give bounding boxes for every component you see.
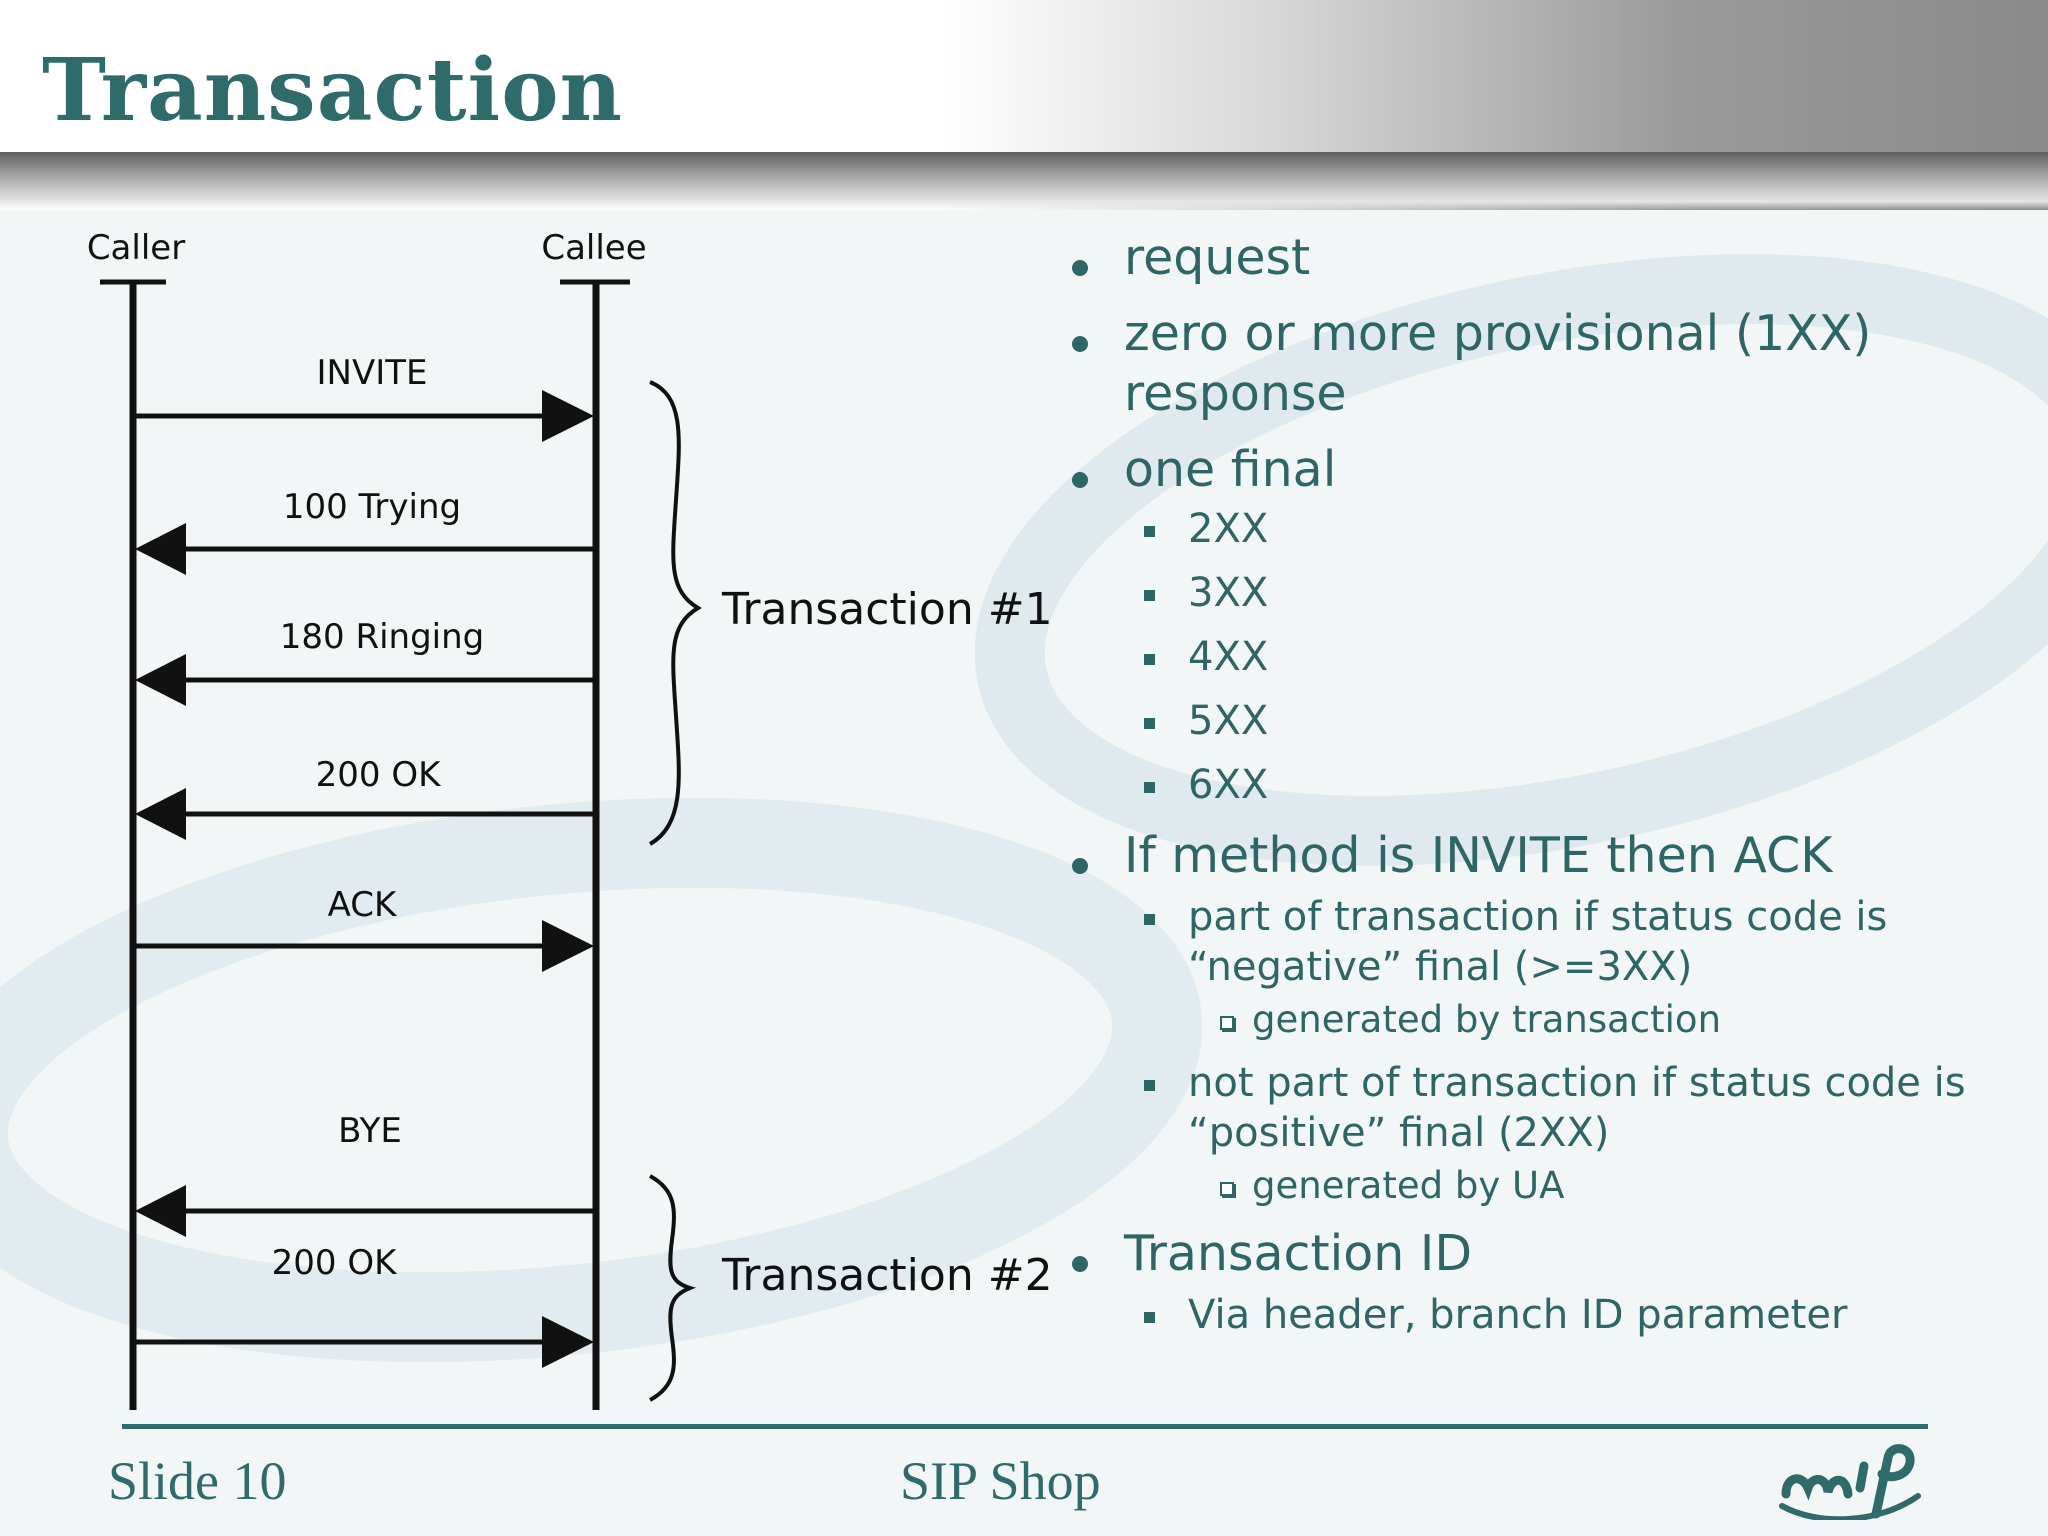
subbullet-3xx: 3XX bbox=[1062, 568, 2022, 618]
bullet-dot-icon bbox=[1072, 472, 1088, 488]
arrowhead-100-trying bbox=[135, 523, 186, 575]
square-bullet-icon bbox=[1144, 654, 1155, 665]
message-label-100-trying: 100 Trying bbox=[283, 487, 461, 527]
subsubbullet-generated-by-transaction: generated by transaction bbox=[1062, 996, 2022, 1044]
square-bullet-icon bbox=[1144, 526, 1155, 537]
message-label-180-ringing: 180 Ringing bbox=[280, 617, 484, 657]
message-label-200-ok-2: 200 OK bbox=[272, 1243, 398, 1283]
header-shadow bbox=[0, 152, 2048, 210]
checkbox-bullet-icon bbox=[1220, 1016, 1234, 1030]
bullet-dot-icon bbox=[1072, 858, 1088, 874]
arrowhead-200-ok-1 bbox=[135, 788, 186, 840]
brace-transaction-2 bbox=[649, 1174, 697, 1402]
arrowhead-200-ok-2 bbox=[542, 1316, 594, 1368]
subbullet-via-header: Via header, branch ID parameter bbox=[1062, 1290, 2022, 1340]
square-bullet-icon bbox=[1144, 590, 1155, 601]
bullet-dot-icon bbox=[1072, 336, 1088, 352]
arrowhead-invite bbox=[542, 390, 594, 442]
callee-label: Callee bbox=[541, 228, 646, 268]
bullet-dot-icon bbox=[1072, 260, 1088, 276]
message-label-200-ok-1: 200 OK bbox=[316, 755, 442, 795]
square-bullet-icon bbox=[1144, 914, 1155, 925]
message-label-bye: BYE bbox=[338, 1111, 402, 1151]
bullet-list: request zero or more provisional (1XX) r… bbox=[1062, 228, 2022, 1354]
subbullet-6xx: 6XX bbox=[1062, 760, 2022, 810]
message-label-ack: ACK bbox=[328, 885, 398, 925]
arrowhead-180-ringing bbox=[135, 654, 186, 706]
company-logo bbox=[1779, 1444, 1921, 1520]
slide-title: Transaction bbox=[42, 40, 624, 141]
subbullet-positive: not part of transaction if status code i… bbox=[1062, 1058, 2022, 1158]
bullet-dot-icon bbox=[1072, 1256, 1088, 1272]
square-bullet-icon bbox=[1144, 782, 1155, 793]
transaction-1-label: Transaction #1 bbox=[721, 584, 1053, 635]
subbullet-negative: part of transaction if status code is “n… bbox=[1062, 892, 2022, 992]
transaction-2-label: Transaction #2 bbox=[721, 1250, 1053, 1301]
arrowhead-bye bbox=[135, 1185, 186, 1237]
sequence-diagram: Caller Callee INVITE 100 Trying 180 Ring… bbox=[87, 228, 1053, 1410]
bullet-request: request bbox=[1062, 228, 2022, 288]
square-bullet-icon bbox=[1144, 1080, 1155, 1091]
subbullet-2xx: 2XX bbox=[1062, 504, 2022, 554]
footer-title: SIP Shop bbox=[900, 1451, 1101, 1511]
bullet-final: one final bbox=[1062, 440, 2022, 500]
checkbox-bullet-icon bbox=[1220, 1182, 1234, 1196]
footer-rule bbox=[122, 1424, 1928, 1429]
square-bullet-icon bbox=[1144, 718, 1155, 729]
bullet-provisional: zero or more provisional (1XX) response bbox=[1062, 304, 2022, 424]
message-label-invite: INVITE bbox=[317, 353, 428, 393]
brace-transaction-1 bbox=[648, 380, 702, 846]
arrowhead-ack bbox=[542, 920, 594, 972]
subsubbullet-generated-by-ua: generated by UA bbox=[1062, 1162, 2022, 1210]
square-bullet-icon bbox=[1144, 1312, 1155, 1323]
bullet-transaction-id: Transaction ID bbox=[1062, 1224, 2022, 1284]
bullet-invite-ack: If method is INVITE then ACK bbox=[1062, 826, 2022, 886]
caller-label: Caller bbox=[87, 228, 185, 268]
subbullet-5xx: 5XX bbox=[1062, 696, 2022, 746]
slide-number: Slide 10 bbox=[108, 1451, 287, 1511]
subbullet-4xx: 4XX bbox=[1062, 632, 2022, 682]
